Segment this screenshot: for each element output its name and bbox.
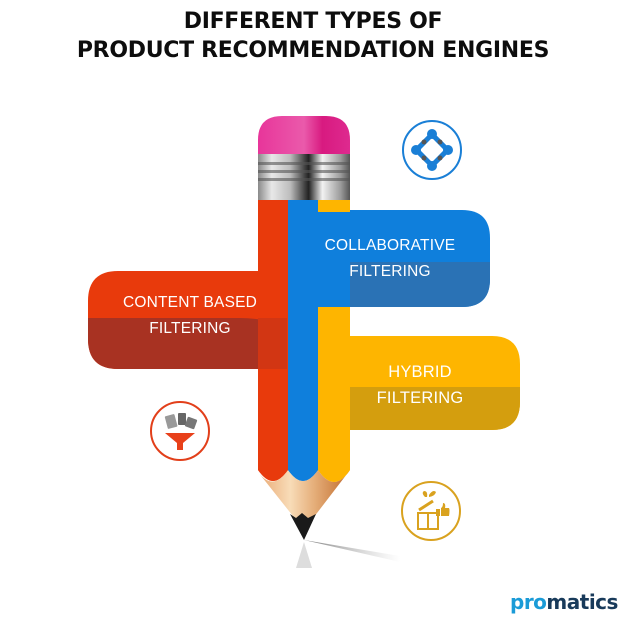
collaborative-line1: COLLABORATIVE [324,237,456,254]
collaborative-banner: COLLABORATIVE FILTERING [300,233,480,285]
hybrid-banner: HYBRID FILTERING [330,359,510,411]
promatics-logo: promatics [510,590,618,614]
collaborative-line2: FILTERING [349,263,431,280]
title-line-2: PRODUCT RECOMMENDATION ENGINES [76,38,550,63]
gift-thumbs-up-icon [401,481,461,541]
content-based-banner: CONTENT BASED FILTERING [100,290,280,342]
logo-pro: pro [510,590,547,614]
hybrid-line2: FILTERING [376,389,464,407]
funnel-filter-icon [150,401,210,461]
hybrid-line1: HYBRID [388,363,452,381]
title-line-1: DIFFERENT TYPES OF [183,9,443,34]
people-network-icon [402,120,462,180]
logo-matics: matics [546,590,618,614]
content-based-line1: CONTENT BASED [122,294,258,311]
content-based-line2: FILTERING [149,320,231,337]
